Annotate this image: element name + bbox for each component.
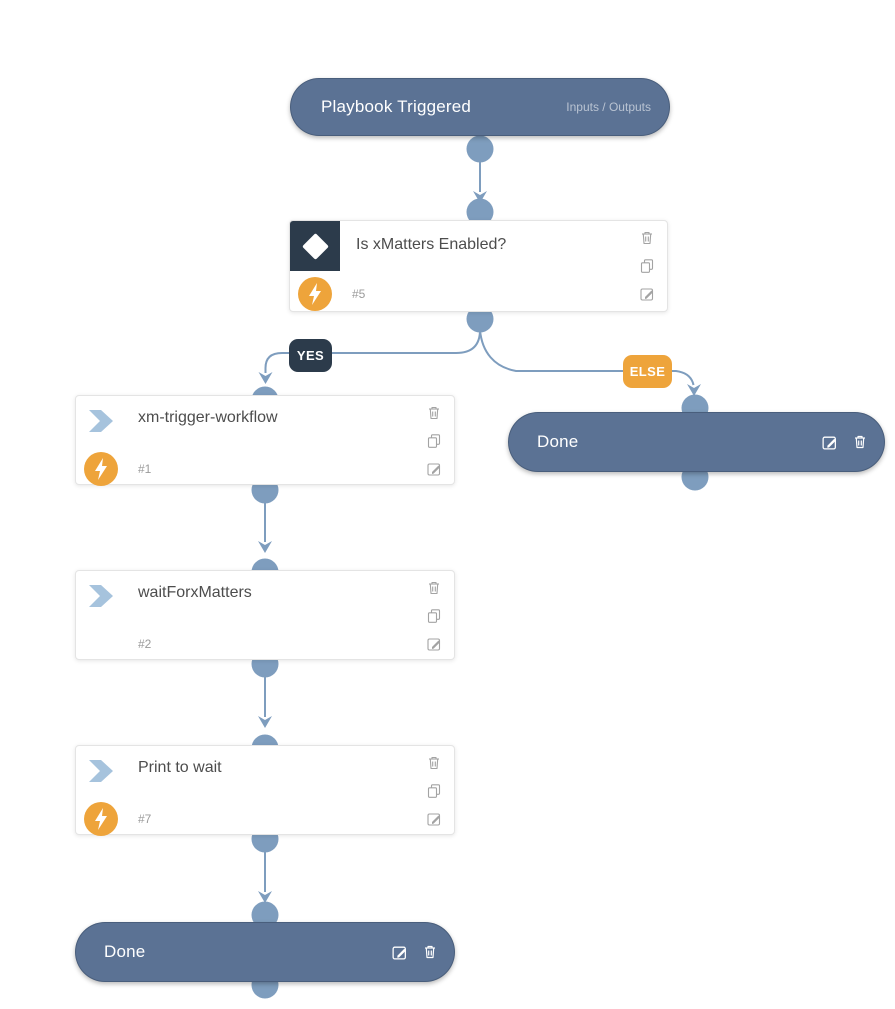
trash-icon[interactable] [426, 755, 442, 771]
connector-arrow [473, 191, 487, 203]
task-node-print-to-wait[interactable]: Print to wait #7 [75, 745, 455, 836]
copy-icon[interactable] [639, 258, 655, 274]
lightning-bolt-icon [84, 452, 118, 486]
copy-icon[interactable] [426, 433, 442, 449]
connector-arrow [687, 384, 701, 396]
task-number: #7 [138, 812, 152, 826]
action-chevron-icon [89, 760, 113, 787]
trash-icon[interactable] [422, 944, 438, 960]
task-node-title: xm-trigger-workflow [138, 409, 278, 426]
connector-arrow [258, 716, 272, 728]
action-chevron-icon [89, 410, 113, 437]
connector-arrow [258, 891, 272, 903]
trash-icon[interactable] [852, 434, 868, 450]
connector-line-yes [264, 329, 481, 373]
connector-port[interactable] [251, 901, 279, 929]
trash-icon[interactable] [426, 580, 442, 596]
lightning-bolt-icon [84, 802, 118, 836]
connector-port[interactable] [466, 198, 494, 226]
edit-icon[interactable] [426, 811, 442, 827]
edit-icon[interactable] [821, 434, 838, 451]
edit-icon[interactable] [426, 636, 442, 652]
start-node-playbook-triggered[interactable]: Playbook Triggered Inputs / Outputs [290, 78, 670, 136]
edit-icon[interactable] [639, 286, 655, 302]
task-number: #5 [352, 287, 366, 301]
branch-label-yes[interactable]: YES [289, 339, 332, 372]
end-node-title: Done [537, 432, 579, 451]
copy-icon[interactable] [426, 783, 442, 799]
task-node-wait-for-xmatters[interactable]: waitForxMatters #2 [75, 570, 455, 660]
inputs-outputs-link[interactable]: Inputs / Outputs [566, 100, 651, 114]
task-node-title: waitForxMatters [138, 584, 252, 601]
edit-icon[interactable] [426, 461, 442, 477]
end-node-done-else[interactable]: Done [508, 412, 885, 472]
connector-arrow [258, 372, 273, 384]
lightning-bolt-icon [298, 277, 332, 311]
branch-label-else[interactable]: ELSE [623, 355, 672, 388]
start-node-title: Playbook Triggered [321, 97, 472, 116]
task-node-xm-trigger-workflow[interactable]: xm-trigger-workflow #1 [75, 395, 455, 486]
trash-icon[interactable] [639, 230, 655, 246]
task-number: #1 [138, 462, 152, 476]
end-node-done-main[interactable]: Done [75, 922, 455, 982]
connector-arrow [258, 541, 272, 553]
copy-icon[interactable] [426, 608, 442, 624]
task-number: #2 [138, 637, 152, 651]
action-chevron-icon [89, 585, 113, 612]
trash-icon[interactable] [426, 405, 442, 421]
decision-node[interactable]: Is xMatters Enabled? #5 [289, 220, 668, 312]
connector-port[interactable] [466, 135, 494, 163]
decision-node-title: Is xMatters Enabled? [356, 236, 507, 253]
task-node-title: Print to wait [138, 759, 222, 776]
decision-diamond-icon [290, 221, 340, 271]
edit-icon[interactable] [391, 944, 408, 961]
connector-port[interactable] [466, 305, 494, 333]
connector-line-else [479, 329, 695, 386]
end-node-title: Done [104, 942, 146, 961]
